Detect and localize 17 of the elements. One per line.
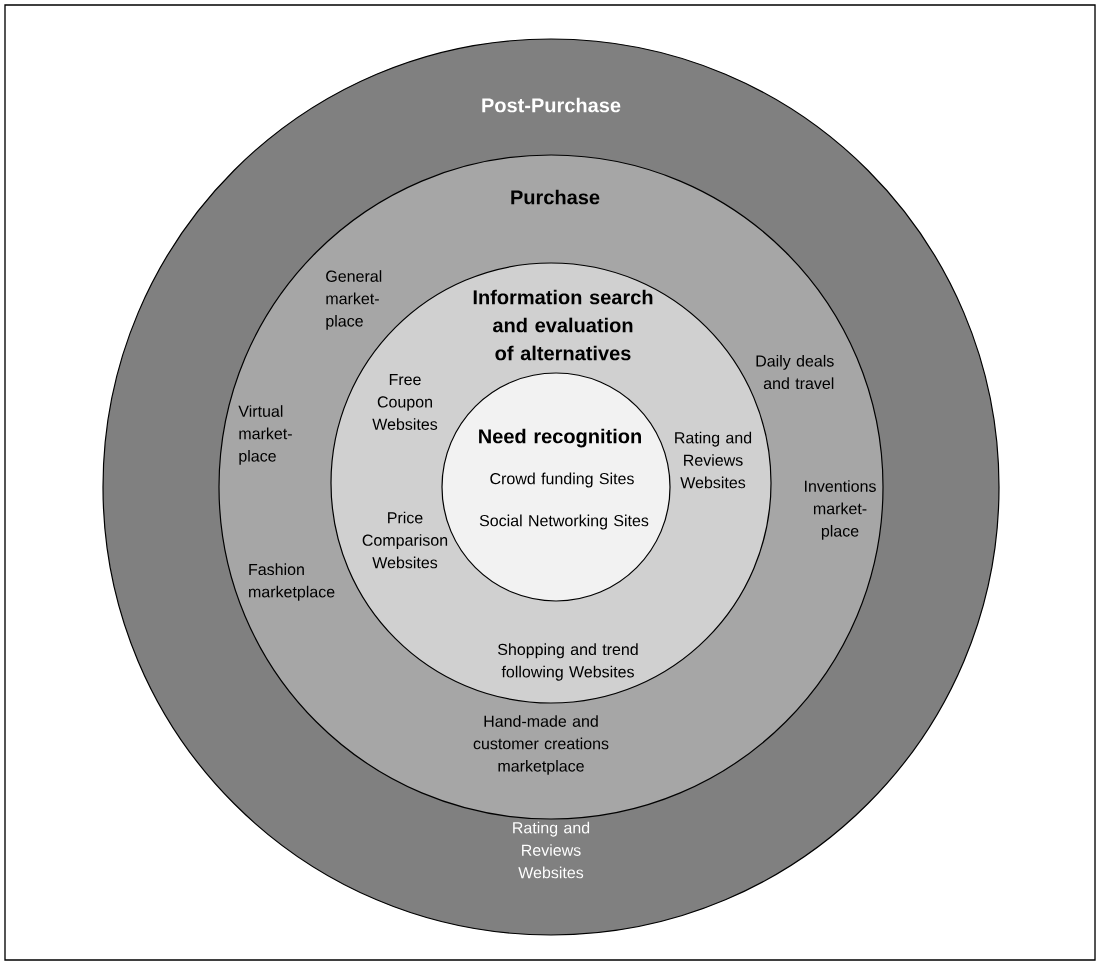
category-label: Free Coupon Websites — [372, 374, 438, 430]
stage-heading: Purchase — [511, 189, 600, 205]
category-label: Daily deals and travel — [756, 354, 834, 390]
stage-heading: Information search and evaluation of alternatives — [473, 289, 653, 361]
category-label: Price Comparison Websites — [362, 511, 448, 569]
category-label: Hand-made and customer creations marketplace — [473, 715, 609, 775]
category-label: General market-place — [326, 270, 382, 330]
category-label: Social Networking Sites — [479, 514, 649, 530]
category-label: Rating and Reviews Websites — [513, 821, 590, 879]
category-label: Virtual market-place — [238, 405, 292, 465]
stage-heading: Post-Purchase — [482, 97, 621, 113]
category-label: Fashion marketplace — [249, 563, 335, 601]
category-label: Inventions market-place — [805, 480, 876, 540]
category-label: Crowd funding Sites — [490, 472, 634, 488]
stage-heading: Need recognition — [479, 428, 641, 448]
category-label: Shopping and trend following Websites — [498, 643, 638, 681]
category-label: Rating and Reviews Websites — [675, 431, 752, 489]
